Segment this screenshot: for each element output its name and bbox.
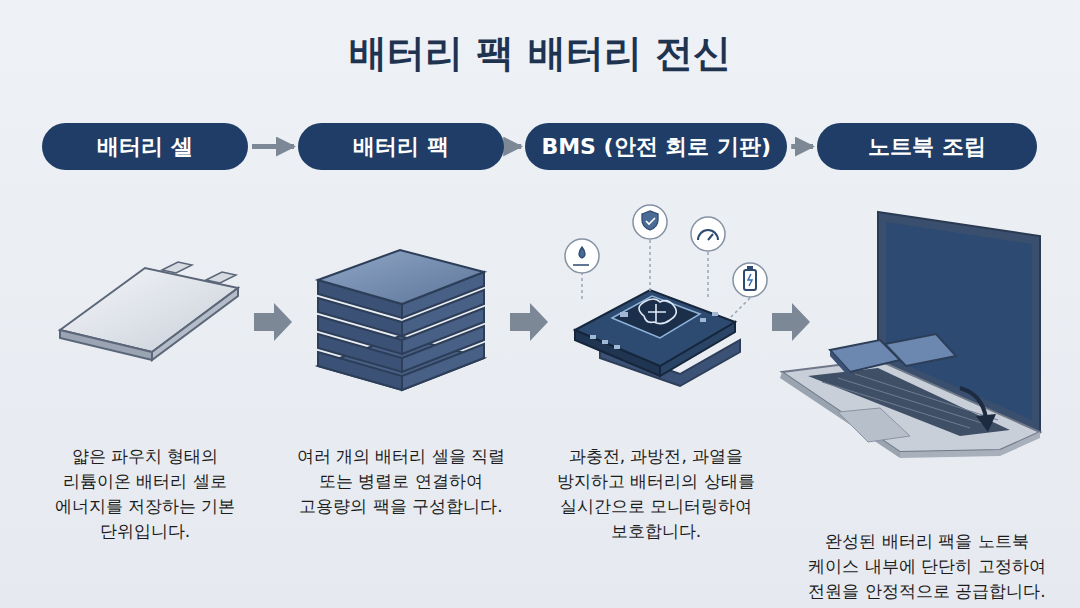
stage-description: 완성된 배터리 팩을 노트북 케이스 내부에 단단히 고정하여 전원을 안정적으…	[807, 529, 1047, 604]
stage-label: 배터리 팩	[353, 132, 449, 162]
battery-pack	[318, 250, 484, 390]
stage-pill: BMS (안전 회로 기판)	[525, 123, 787, 170]
stage-pill: 노트북 조립	[817, 123, 1037, 170]
stage-description: 얇은 파우치 형태의 리튬이온 배터리 셀로 에너지를 저장하는 기본 단위입니…	[50, 444, 240, 544]
flow-connector	[791, 144, 813, 149]
stage-label: 노트북 조립	[868, 132, 986, 162]
stage-pill: 배터리 팩	[298, 123, 504, 170]
diagram-title: 배터리 팩 배터리 전신	[0, 28, 1080, 79]
stage-description: 과충전, 과방전, 과열을 방지하고 배터리의 상태를 실시간으로 모니터링하여…	[556, 444, 756, 544]
flow-connector	[252, 144, 294, 149]
flow-connector	[508, 144, 521, 149]
stage-pill: 배터리 셀	[42, 123, 248, 170]
laptop	[780, 212, 1040, 458]
bms-board	[565, 205, 767, 386]
stage-label: BMS (안전 회로 기판)	[541, 132, 771, 162]
stage-description: 여러 개의 배터리 셀을 직렬 또는 병렬로 연결하여 고용량의 팩을 구성합니…	[296, 444, 506, 519]
stage-label: 배터리 셀	[97, 132, 193, 162]
battery-cell	[60, 262, 238, 360]
